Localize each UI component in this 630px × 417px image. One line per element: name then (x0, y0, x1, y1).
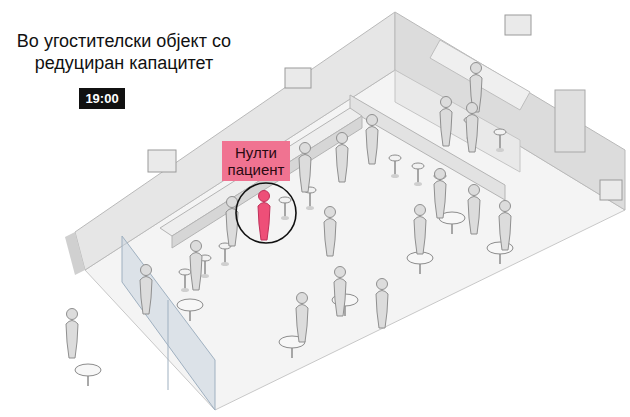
bar-stool (494, 129, 506, 152)
person (66, 309, 78, 359)
person-head (415, 205, 426, 216)
person-head (337, 133, 348, 144)
person-body (468, 197, 480, 235)
person (336, 133, 348, 183)
person-head (227, 197, 238, 208)
patient-zero-figure (258, 191, 270, 241)
person (499, 201, 511, 251)
person (324, 207, 336, 257)
person-body (296, 305, 308, 343)
stool-base (306, 206, 314, 210)
wall-end (65, 232, 85, 275)
glass-frame (168, 300, 169, 390)
person-head (441, 97, 452, 108)
stool-base (391, 174, 399, 178)
person (376, 279, 388, 329)
person-head (500, 201, 511, 212)
table-top (177, 299, 203, 311)
person-head (471, 63, 482, 74)
ac-unit (600, 180, 622, 200)
bar-stool (279, 197, 291, 220)
stool-base (201, 274, 209, 278)
back-bar (350, 95, 505, 200)
person-head (67, 309, 78, 320)
person-body (466, 115, 478, 153)
person-head (300, 143, 311, 154)
ac-unit (505, 15, 531, 35)
person (296, 293, 308, 343)
stool-seat (412, 163, 424, 169)
person (414, 205, 426, 255)
person (334, 267, 346, 317)
stool-base (221, 262, 229, 266)
ac-unit (148, 150, 176, 172)
people (66, 63, 511, 359)
label-text: 19:00 (85, 91, 118, 106)
person-head (367, 115, 378, 126)
highlight-circle (236, 183, 296, 243)
person-body (434, 181, 446, 219)
bar-stool (412, 163, 424, 186)
person-body (324, 219, 336, 257)
person (140, 265, 152, 315)
stool-base (181, 288, 189, 292)
person (468, 185, 480, 235)
person-body (258, 203, 270, 241)
person-head (141, 265, 152, 276)
person-body (140, 277, 152, 315)
door (555, 90, 585, 152)
person-body (366, 127, 378, 165)
right-wall (395, 12, 625, 210)
stool-base (414, 182, 422, 186)
person-head (297, 293, 308, 304)
person-body (414, 217, 426, 255)
stool-seat (494, 129, 506, 135)
table (487, 242, 513, 264)
person-head (377, 279, 388, 290)
stool-seat (279, 197, 291, 203)
stool-base (496, 148, 504, 152)
person-body (336, 145, 348, 183)
person-body (334, 279, 346, 317)
glass-front (122, 236, 215, 410)
person-body (376, 291, 388, 329)
stool-seat (179, 269, 191, 275)
person (299, 143, 311, 193)
person-body (190, 253, 202, 291)
person-head (335, 267, 346, 278)
patient-label: Нулти пациент (222, 141, 291, 181)
stool-base (281, 216, 289, 220)
ac-unit (285, 68, 311, 88)
person (226, 197, 238, 247)
person-head (259, 191, 270, 202)
person (466, 103, 478, 153)
person-head (467, 103, 478, 114)
table-top (75, 364, 101, 376)
person (434, 169, 446, 219)
person-head (469, 185, 480, 196)
title: Во угостителски објект со редуциран капа… (2, 30, 246, 74)
person-body (66, 321, 78, 359)
label-text: Нулти пациент (228, 144, 285, 178)
person-body (499, 213, 511, 251)
bar-stool (179, 269, 191, 292)
person (190, 241, 202, 291)
time-badge: 19:00 (79, 88, 124, 109)
table (75, 364, 101, 386)
person-head (435, 169, 446, 180)
table (177, 299, 203, 321)
stool-seat (389, 155, 401, 161)
person-body (440, 109, 452, 147)
person-body (299, 155, 311, 193)
furniture (75, 117, 513, 386)
bar-stool (389, 155, 401, 178)
table (407, 252, 433, 274)
person-head (325, 207, 336, 218)
person-head (191, 241, 202, 252)
person (440, 97, 452, 147)
person (366, 115, 378, 165)
